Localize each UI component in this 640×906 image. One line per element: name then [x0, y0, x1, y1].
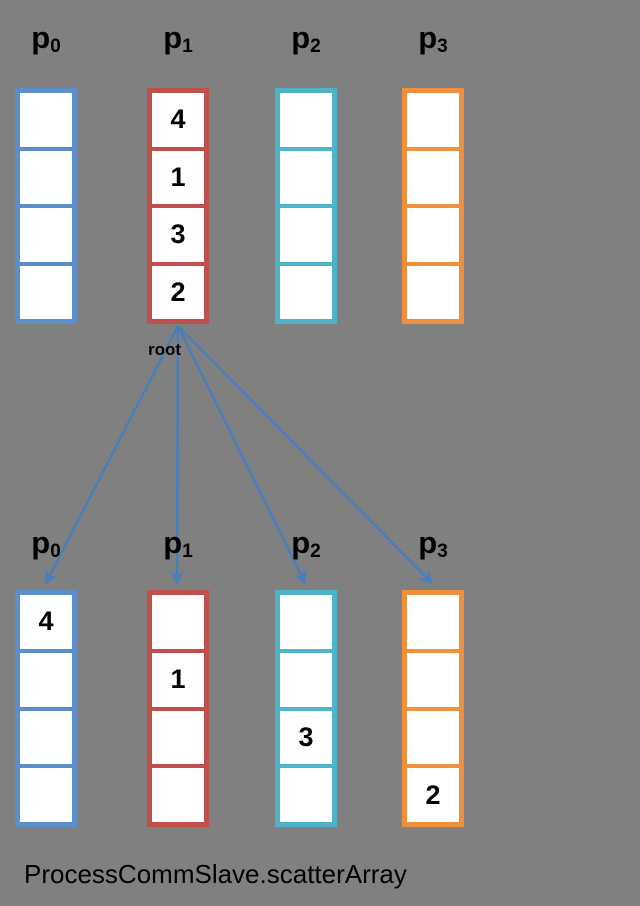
- source-process-p2: p2: [265, 22, 347, 324]
- process-label-p2: p2: [291, 20, 321, 58]
- array-cell: [280, 146, 332, 204]
- array-cell: 4: [20, 595, 72, 649]
- dest-process-p0: p0 4: [5, 527, 87, 827]
- array-cell: [280, 93, 332, 147]
- array-cell: [20, 706, 72, 765]
- array-cell: [407, 146, 459, 204]
- process-label-p0: p0: [31, 20, 61, 58]
- source-array-p2: [275, 88, 337, 324]
- dest-array-p3: 2: [402, 590, 464, 827]
- process-label-p3: p3: [418, 525, 448, 563]
- array-cell: [20, 204, 72, 262]
- array-cell: [407, 706, 459, 765]
- diagram-caption: ProcessCommSlave.scatterArray: [24, 859, 407, 889]
- array-cell: [20, 648, 72, 707]
- source-process-p0: p0: [5, 22, 87, 324]
- array-cell: [407, 261, 459, 319]
- array-cell: [407, 648, 459, 707]
- array-cell: [152, 595, 204, 649]
- array-cell: 2: [152, 261, 204, 319]
- array-cell: [20, 146, 72, 204]
- source-array-p1: 4 1 3 2: [147, 88, 209, 324]
- array-cell: 2: [407, 764, 459, 822]
- array-cell: [280, 261, 332, 319]
- dest-process-p2: p2 3: [265, 527, 347, 827]
- process-label-p0: p0: [31, 525, 61, 563]
- array-cell: [407, 204, 459, 262]
- dest-process-p1: p1 1: [137, 527, 219, 827]
- root-label: root: [148, 340, 182, 359]
- array-cell: 3: [152, 204, 204, 262]
- array-cell: 1: [152, 648, 204, 707]
- process-label-p1: p1: [163, 20, 193, 58]
- source-array-p0: [15, 88, 77, 324]
- array-cell: [407, 595, 459, 649]
- array-cell: [20, 764, 72, 822]
- source-array-p3: [402, 88, 464, 324]
- dest-array-p1: 1: [147, 590, 209, 827]
- dest-process-p3: p3 2: [392, 527, 474, 827]
- array-cell: [280, 595, 332, 649]
- dest-array-p0: 4: [15, 590, 77, 827]
- process-label-p1: p1: [163, 525, 193, 563]
- array-cell: [280, 648, 332, 707]
- source-process-p3: p3: [392, 22, 474, 324]
- array-cell: [280, 764, 332, 822]
- array-cell: [20, 93, 72, 147]
- array-cell: 4: [152, 93, 204, 147]
- array-cell: 1: [152, 146, 204, 204]
- array-cell: 3: [280, 706, 332, 765]
- array-cell: [280, 204, 332, 262]
- array-cell: [407, 93, 459, 147]
- source-process-p1: p1 4 1 3 2: [137, 22, 219, 324]
- array-cell: [20, 261, 72, 319]
- array-cell: [152, 764, 204, 822]
- dest-array-p2: 3: [275, 590, 337, 827]
- process-label-p2: p2: [291, 525, 321, 563]
- array-cell: [152, 706, 204, 765]
- process-label-p3: p3: [418, 20, 448, 58]
